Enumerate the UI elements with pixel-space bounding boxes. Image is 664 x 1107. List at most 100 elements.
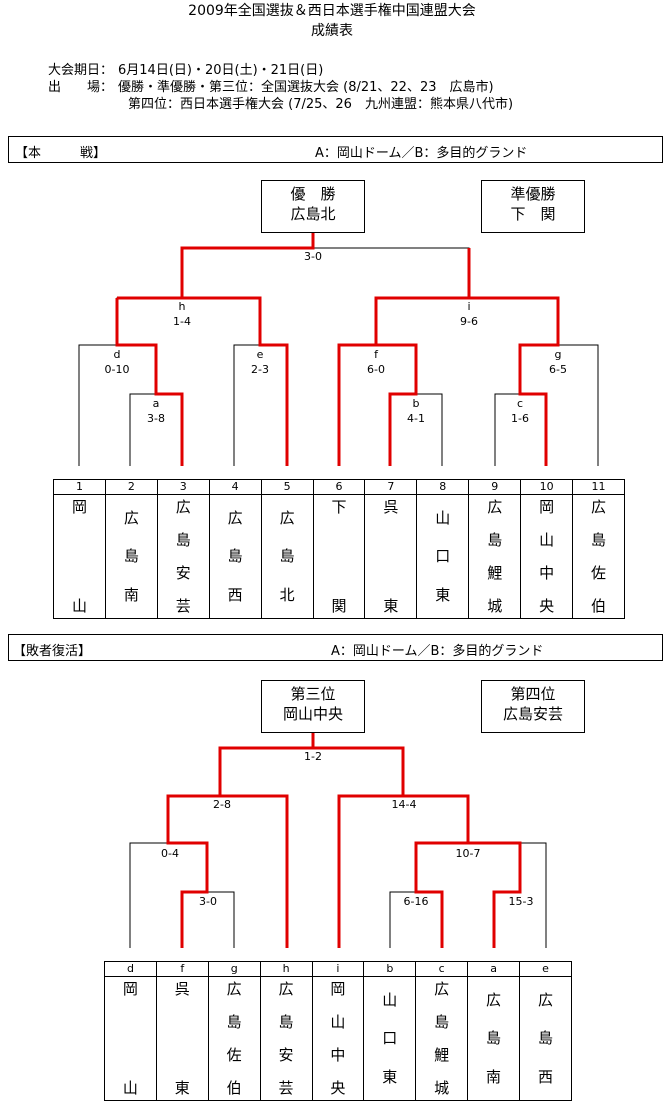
team-name-cell: 呉 東: [364, 494, 418, 619]
team-name-char: 山: [71, 597, 87, 615]
team-name-char: 山: [330, 1013, 346, 1031]
team-name-char: 広: [487, 498, 503, 516]
repechage-name-row: 岡 山呉 東広島佐伯広島安芸岡山中央山口東広島鯉城広島南広島西: [104, 976, 572, 1101]
team-name-char: 岡: [330, 980, 346, 998]
team-name-char: 北: [279, 585, 295, 604]
team-name-char: 口: [435, 547, 451, 566]
team-name-cell: 岡山中央: [311, 976, 365, 1101]
team-name-char: 広: [123, 509, 139, 528]
main-bracket-red: [115, 233, 560, 948]
team-number: 1: [53, 479, 106, 495]
team-name-char: 東: [382, 1067, 398, 1086]
team-name-char: [77, 532, 82, 548]
team-number: f: [155, 961, 209, 977]
team-name-char: [128, 1014, 133, 1030]
team-name-char: 佐: [591, 564, 607, 582]
team-name-char: 広: [175, 498, 191, 516]
entry-line-1: 優勝・準優勝・第三位：全国選抜大会 (8/21、22、23 広島市): [118, 80, 494, 95]
fourth-place-box: 第四位 広島安芸: [481, 680, 585, 733]
third-place-team: 岡山中央: [282, 705, 343, 723]
team-name-char: 下: [331, 498, 347, 516]
team-number: b: [363, 961, 417, 977]
team-number: 6: [312, 479, 366, 495]
team-name-char: 岡: [122, 980, 138, 998]
team-number: 5: [260, 479, 314, 495]
repechage-venue-label: A：岡山ドーム／B：多目的グランド: [331, 644, 544, 659]
team-name-cell: 広島佐伯: [207, 976, 261, 1101]
team-name-char: 鯉: [487, 564, 503, 582]
team-name-char: 関: [331, 597, 347, 615]
match-f-score: 6-0: [367, 363, 385, 376]
period-value: 6月14日(日)・20日(土)・21日(日): [118, 63, 324, 78]
third-place-box: 第三位 岡山中央: [261, 680, 365, 733]
main-name-row: 岡 山広島南広島安芸広島西広島北下 関呉 東山口東広島鯉城岡山中央広島佐伯: [53, 494, 625, 619]
match-e-label: e: [256, 348, 264, 361]
team-name-char: [77, 565, 82, 581]
entry-label: 出 場：: [48, 80, 114, 95]
team-name-cell: 岡 山: [53, 494, 106, 619]
team-name-char: 岡: [539, 498, 555, 516]
page-subtitle: 成績表: [311, 23, 353, 39]
match-g-score: 6-5: [549, 363, 567, 376]
rep-l2-score: 0-4: [161, 847, 179, 860]
team-name-char: 島: [175, 531, 191, 549]
team-number: h: [259, 961, 313, 977]
fourth-place-label: 第四位: [510, 685, 556, 703]
team-name-char: 広: [434, 980, 450, 998]
team-name-char: 伯: [226, 1079, 242, 1097]
match-e-score: 2-3: [251, 363, 269, 376]
team-name-cell: 広島安芸: [156, 494, 210, 619]
team-name-char: 口: [382, 1029, 398, 1048]
team-name-char: 広: [486, 991, 502, 1010]
rep-r3a-score: 6-16: [403, 895, 429, 908]
team-name-char: 呉: [383, 498, 399, 516]
match-c-score: 1-6: [511, 412, 529, 425]
runner-up-team: 下 関: [510, 205, 556, 223]
team-name-char: 島: [486, 1029, 502, 1048]
team-name-char: 安: [175, 564, 191, 582]
team-name-cell: 広島鯉城: [415, 976, 469, 1101]
team-name-cell: 呉 東: [155, 976, 209, 1101]
rep-r2-score: 10-7: [455, 847, 481, 860]
team-name-char: 島: [278, 1013, 294, 1031]
team-name-char: 島: [487, 531, 503, 549]
team-name-char: [337, 532, 342, 548]
team-name-char: 城: [487, 597, 503, 615]
team-name-char: 西: [537, 1067, 553, 1086]
match-i-score: 9-6: [460, 315, 478, 328]
page-title: 2009年全国選抜＆西日本選手権中国連盟大会: [188, 3, 476, 19]
team-name-cell: 広島安芸: [259, 976, 313, 1101]
team-number: 8: [416, 479, 470, 495]
main-final-score: 3-0: [304, 250, 322, 263]
team-name-cell: 山口東: [363, 976, 417, 1101]
fourth-place-team: 広島安芸: [502, 705, 563, 723]
team-name-char: 広: [537, 991, 553, 1010]
team-name-char: 中: [330, 1046, 346, 1064]
match-a-label: a: [152, 397, 160, 410]
team-name-cell: 広島佐伯: [572, 494, 625, 619]
team-number: 3: [156, 479, 210, 495]
match-a-score: 3-8: [147, 412, 165, 425]
match-b-label: b: [412, 397, 420, 410]
main-section-label: 【本 戦】: [15, 146, 107, 161]
team-number: 4: [208, 479, 262, 495]
team-name-char: 中: [539, 564, 555, 582]
team-number: g: [207, 961, 261, 977]
rep-r1-score: 14-4: [391, 798, 417, 811]
team-number: a: [467, 961, 520, 977]
team-number: 9: [468, 479, 522, 495]
match-h-label: h: [178, 300, 186, 313]
team-name-cell: 広島北: [260, 494, 314, 619]
rep-r3b-score: 15-3: [508, 895, 534, 908]
rep-l3-score: 3-0: [199, 895, 217, 908]
team-number: d: [104, 961, 157, 977]
team-number: 7: [364, 479, 418, 495]
main-section-bar: 【本 戦】 A：岡山ドーム／B：多目的グランド: [8, 136, 663, 163]
team-name-char: 西: [227, 585, 243, 604]
team-name-char: 山: [539, 531, 555, 549]
match-b-score: 4-1: [407, 412, 425, 425]
team-name-char: 南: [486, 1067, 502, 1086]
team-name-char: 広: [278, 980, 294, 998]
team-name-char: 城: [434, 1079, 450, 1097]
